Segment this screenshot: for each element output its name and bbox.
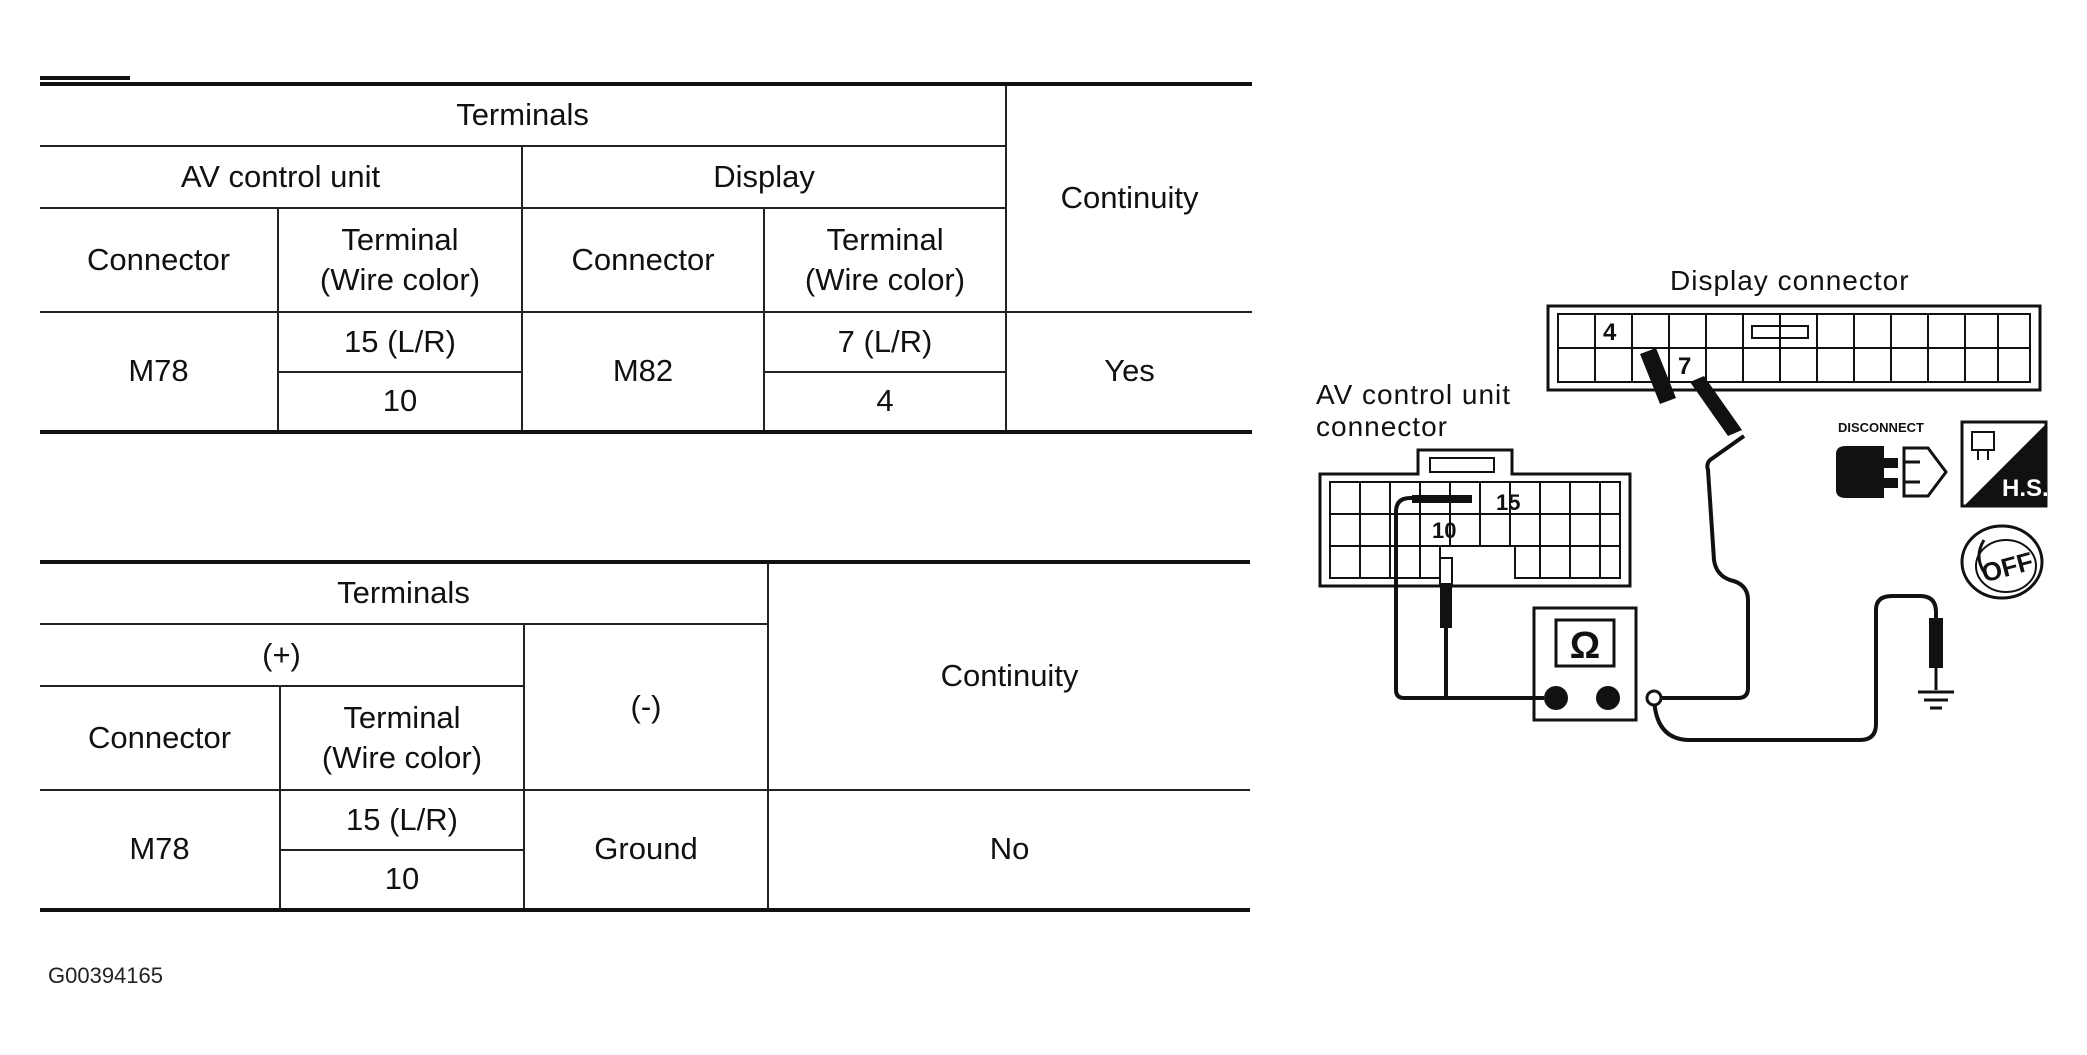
terminal-column-header: Terminal(Wire color) [762,207,1008,313]
test-probes [1412,348,1742,628]
plus-header: (+) [40,623,525,687]
continuity-check-table-2: Terminals Continuity (+) (-) Connector T… [40,560,1251,912]
disconnect-icon [1836,446,1948,498]
av-terminal-cell: 15 (L/R) [277,311,523,373]
ground-symbol [1918,618,1954,710]
ohm-symbol: Ω [1570,625,1600,667]
av-control-unit-header: AV control unit [40,145,523,209]
ohmmeter [1532,606,1638,722]
av-connector-label-line1: AV control unit [1316,379,1511,410]
av-pin-10: 10 [1432,518,1456,543]
av-connector-cell: M78 [40,311,279,434]
hs-label: H.S. [2002,475,2049,502]
display-connector-label: Display connector [1670,265,1910,296]
display-header: Display [520,145,1008,209]
av-pin-15: 15 [1496,490,1520,515]
connector-cell: M78 [40,789,281,912]
display-connector-cell: M82 [521,311,765,434]
display-connector [1546,304,2042,392]
display-pin-7: 7 [1678,353,1691,380]
ground-cell: Ground [522,789,770,912]
continuity-check-table-1: Terminals Continuity AV control unit Dis… [40,82,1253,434]
av-connector-label-line2: connector [1316,411,1448,442]
av-control-unit-connector [1318,448,1632,588]
av-terminal-cell: 10 [277,371,523,434]
figure-code: G00394165 [48,963,163,988]
continuity-result-cell: No [767,789,1251,912]
display-terminal-cell: 7 (L/R) [762,311,1008,373]
continuity-result-cell: Yes [1005,311,1253,434]
terminal-column-header: Terminal(Wire color) [277,207,523,313]
hs-icon [1960,420,2048,508]
disconnect-label: DISCONNECT [1838,420,1924,435]
terminals-header: Terminals [40,560,770,625]
display-pin-4: 4 [1603,319,1617,346]
terminal-column-header: Terminal(Wire color) [279,685,525,791]
continuity-header: Continuity [1005,82,1253,313]
wire-junction [1645,689,1663,707]
connector-column-header: Connector [40,685,281,791]
terminal-cell: 15 (L/R) [279,789,525,851]
terminal-cell: 10 [279,849,525,912]
ignition-off-key-icon [1960,524,2044,600]
connector-column-header: Connector [521,207,765,313]
minus-header: (-) [522,623,770,791]
probe-wires [1394,434,1938,742]
display-terminal-cell: 4 [762,371,1008,434]
continuity-header: Continuity [767,560,1251,791]
connector-column-header: Connector [40,207,279,313]
terminals-header: Terminals [40,82,1008,147]
